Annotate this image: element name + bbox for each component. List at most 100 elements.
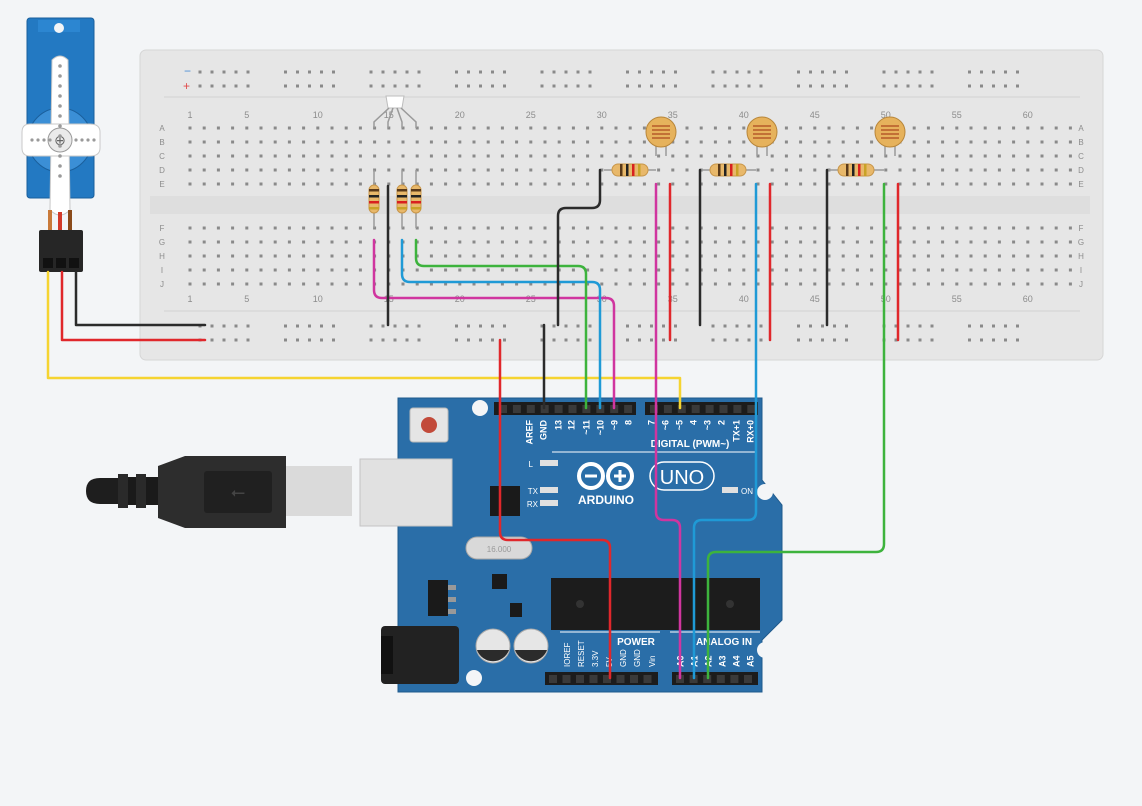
svg-text:⊕: ⊕	[54, 132, 66, 148]
led-red-wire	[372, 238, 616, 410]
wires	[46, 168, 900, 680]
resistor	[410, 170, 422, 228]
column-number: 1	[187, 110, 192, 120]
column-number: 15	[384, 110, 394, 120]
arduino-logo-text: ARDUINO	[578, 493, 634, 507]
row-letter: G	[1078, 238, 1084, 247]
digital-pin-label: AREF	[524, 419, 534, 444]
breadboard-holes	[188, 70, 1072, 342]
row-letter: G	[159, 238, 165, 247]
column-number: 60	[1023, 110, 1033, 120]
column-number: 1	[187, 294, 192, 304]
led-blue-wire	[400, 238, 602, 410]
digital-pin-label: 7	[646, 420, 656, 425]
row-letter: C	[159, 152, 165, 161]
digital-pin-label: 4	[688, 420, 698, 425]
column-number: 40	[739, 294, 749, 304]
digital-header-label: DIGITAL (PWM~)	[651, 439, 730, 450]
arduino-logo: ARDUINO UNO	[577, 461, 715, 507]
usb-port	[359, 458, 453, 527]
servo-motor: ⊕	[21, 17, 101, 272]
row-letter: D	[1078, 166, 1084, 175]
digital-pin-label: ~6	[660, 420, 670, 430]
column-number: 50	[881, 110, 891, 120]
breadboard: − + 115510101515202025253030353540404545…	[139, 49, 1104, 361]
digital-pin-label: ~9	[609, 420, 619, 430]
digital-pin-label: 8	[623, 420, 633, 425]
row-letter: A	[159, 124, 165, 133]
servo-power-wire	[60, 270, 207, 342]
atmega-chip	[551, 578, 760, 630]
dc-power-jack	[381, 626, 459, 684]
digital-pin-label: 13	[553, 420, 563, 430]
digital-pin-label: 2	[716, 420, 726, 425]
led-on-label: ON	[741, 487, 753, 496]
digital-pin-label: ~11	[581, 420, 591, 435]
column-number: 45	[810, 294, 820, 304]
led-tx-label: TX	[528, 487, 539, 496]
analog-pin-label: A3	[717, 655, 727, 667]
usb-icon: ⭠	[231, 482, 245, 502]
power-pin-label: 3.3V	[591, 650, 600, 667]
column-number: 50	[881, 294, 891, 304]
resistor	[396, 170, 408, 228]
ldr-ground-bridge-wire	[556, 168, 602, 327]
photoresistor	[746, 116, 778, 156]
breadboard-components	[368, 95, 906, 228]
row-letter: H	[159, 252, 165, 261]
led-rx-label: RX	[527, 500, 539, 509]
resistor	[604, 163, 656, 177]
column-number: 10	[313, 110, 323, 120]
digital-pin-label: ~5	[674, 420, 684, 430]
row-letter: F	[160, 224, 165, 233]
rail-minus-label: −	[184, 64, 191, 78]
resistor	[368, 170, 380, 228]
ldr-3-signal-wire	[706, 182, 886, 680]
power-pin-label: RESET	[577, 640, 586, 667]
column-number: 20	[455, 110, 465, 120]
row-letter: E	[1078, 180, 1083, 189]
power-pin-label: IOREF	[563, 642, 572, 667]
row-letter: I	[1080, 266, 1082, 275]
column-number: 55	[952, 110, 962, 120]
row-letter: H	[1078, 252, 1084, 261]
digital-pin-label: 12	[566, 420, 576, 430]
servo-ground-wire	[74, 270, 207, 327]
row-letter: B	[159, 138, 164, 147]
arduino-5v-wire	[498, 338, 612, 680]
power-pin-label: Vin	[648, 656, 657, 667]
column-number: 5	[244, 110, 249, 120]
power-header-label: POWER	[617, 637, 656, 648]
column-number: 25	[526, 110, 536, 120]
led-green-wire	[414, 238, 588, 410]
svg-text:16.000: 16.000	[487, 545, 512, 554]
led-l-label: L	[529, 460, 534, 469]
digital-pin-label: ~3	[702, 420, 712, 430]
row-letter: D	[159, 166, 165, 175]
digital-pin-label: TX+1	[731, 420, 741, 442]
row-letter: C	[1078, 152, 1084, 161]
row-letter: B	[1078, 138, 1083, 147]
digital-pin-label: GND	[538, 420, 548, 441]
column-number: 40	[739, 110, 749, 120]
resistor	[828, 163, 884, 177]
row-letter: J	[1079, 280, 1083, 289]
crystal	[465, 536, 533, 560]
digital-pin-label: RX+0	[745, 420, 755, 443]
column-number: 60	[1023, 294, 1033, 304]
row-letter: I	[161, 266, 163, 275]
photoresistor	[874, 116, 906, 156]
row-letter: E	[159, 180, 164, 189]
column-number: 35	[668, 294, 678, 304]
arduino-model-text: UNO	[660, 467, 704, 489]
rail-plus-label: +	[183, 79, 190, 93]
column-number: 10	[313, 294, 323, 304]
column-number: 55	[952, 294, 962, 304]
row-letter: A	[1078, 124, 1084, 133]
column-number: 5	[244, 294, 249, 304]
analog-header-label: ANALOG IN	[696, 637, 752, 648]
